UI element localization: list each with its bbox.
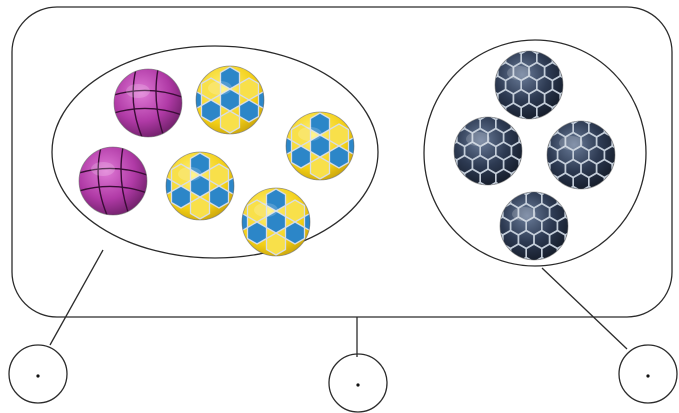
left-set-ellipse: [51, 45, 379, 259]
right-set-ellipse: [423, 39, 647, 267]
outer-frame: [11, 6, 673, 318]
connector-right: [541, 267, 628, 350]
balls-layer: [78, 50, 616, 261]
purple-ball: [78, 146, 148, 216]
answer-circle-left[interactable]: [8, 344, 68, 404]
yellow-blue-ball: [195, 65, 265, 135]
yellow-blue-ball: [165, 151, 235, 221]
answer-circle-right[interactable]: [618, 344, 678, 404]
yellow-blue-ball: [285, 111, 355, 181]
dark-blue-ball: [453, 116, 523, 186]
yellow-blue-ball: [241, 187, 311, 257]
connector-left: [49, 249, 104, 346]
dark-blue-ball: [546, 120, 616, 190]
purple-ball: [113, 68, 183, 138]
answer-circle-middle[interactable]: [328, 353, 388, 413]
dark-blue-ball: [499, 191, 569, 261]
